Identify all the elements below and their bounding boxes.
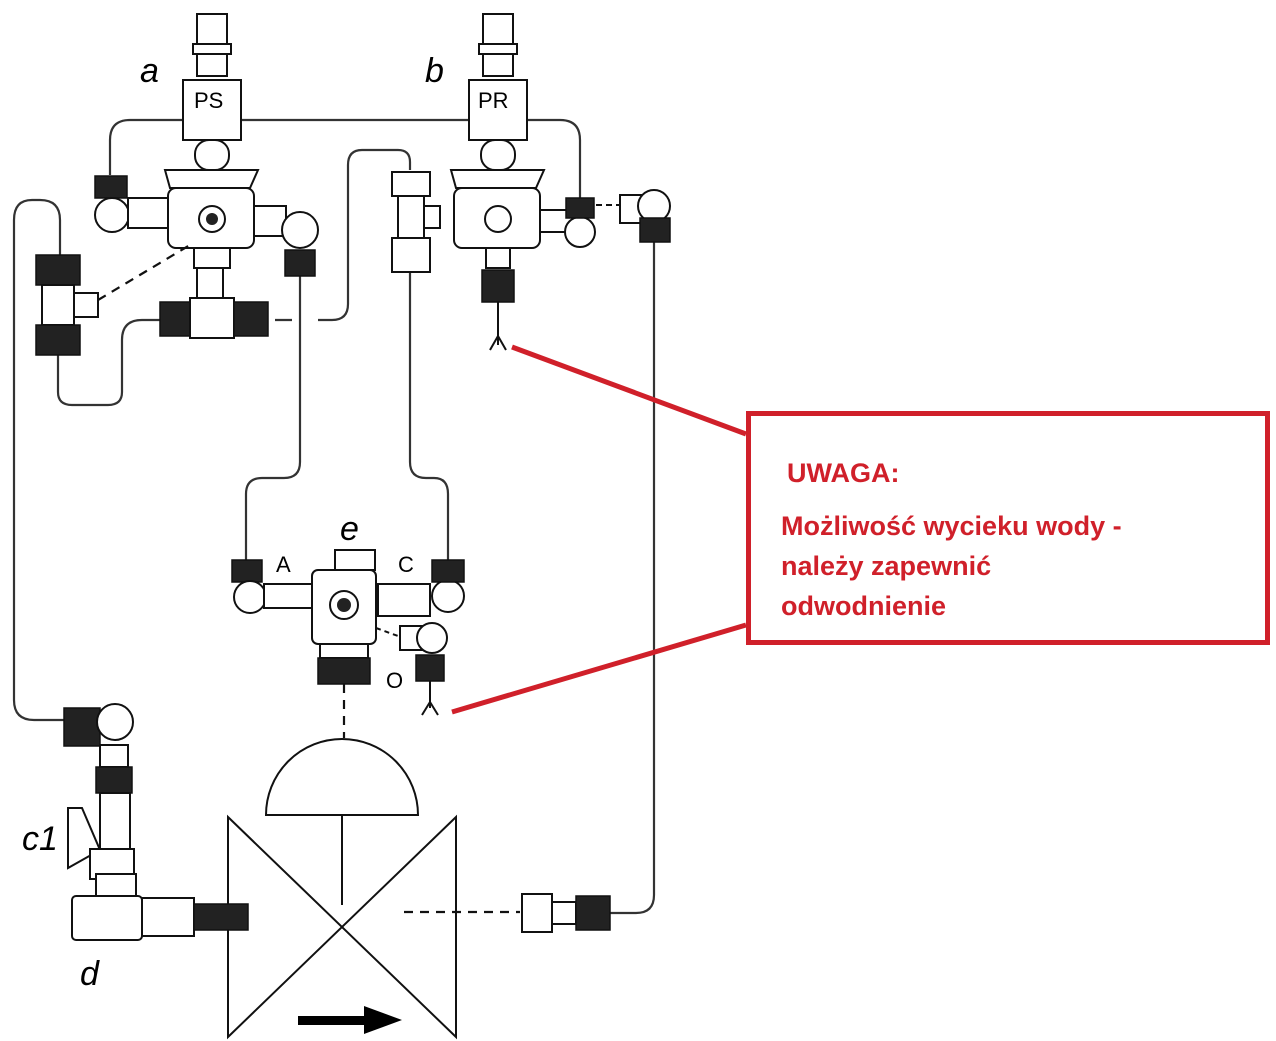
valve-body xyxy=(227,814,457,1040)
pipe-b-to-port-c xyxy=(408,272,450,560)
warning-pointers xyxy=(451,344,747,715)
pipes xyxy=(12,118,656,915)
label-port-c: C xyxy=(398,552,414,577)
filter-c1-d: c1 d xyxy=(22,703,249,993)
pipe-a-to-port-a xyxy=(244,275,302,560)
label-c1: c1 xyxy=(22,820,58,858)
valve-e: e A C O xyxy=(231,510,465,738)
label-pr: PR xyxy=(478,88,509,113)
main-valve xyxy=(227,738,520,1040)
label-e: e xyxy=(340,510,359,548)
warning-title: UWAGA: xyxy=(787,458,900,488)
fittings-left xyxy=(35,244,269,356)
label-a: a xyxy=(140,52,159,90)
pipe-right-long xyxy=(610,240,656,915)
pipe-middle-to-b xyxy=(275,148,412,322)
regulator-ps: a PS xyxy=(94,13,319,277)
flow-arrow xyxy=(298,1016,368,1025)
label-b: b xyxy=(425,52,444,90)
warning-text: Możliwość wycieku wody - należy zapewnić… xyxy=(781,511,1122,621)
pipe-top-bridge xyxy=(108,118,582,198)
label-ps: PS xyxy=(194,88,223,113)
actuator-dome xyxy=(264,738,420,816)
label-port-o: O xyxy=(386,668,403,693)
label-port-a: A xyxy=(276,552,291,577)
pointer-bottom xyxy=(451,622,747,715)
regulator-pr: b PR xyxy=(391,13,671,351)
pipe-t-loop xyxy=(56,318,160,407)
pointer-top xyxy=(511,344,747,437)
warning-box: UWAGA: Możliwość wycieku wody - należy z… xyxy=(746,411,1270,645)
right-union xyxy=(521,893,611,933)
label-d: d xyxy=(80,955,100,993)
pipe-left-loop xyxy=(12,198,66,722)
